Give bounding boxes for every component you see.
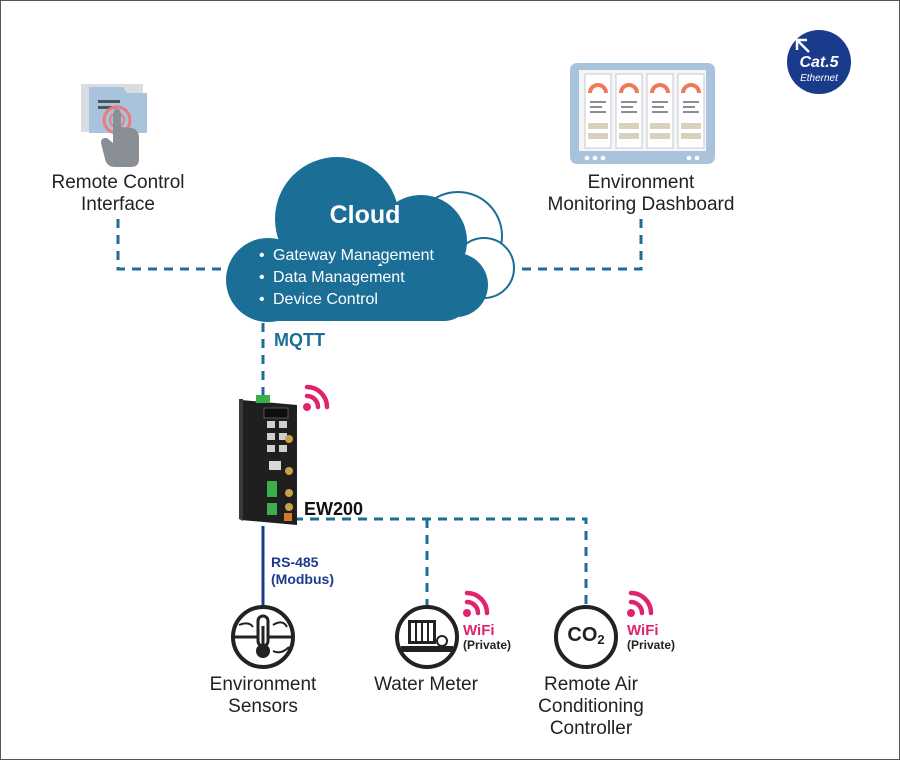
ac-controller-line2: Conditioning — [538, 696, 644, 717]
badge-arrow-icon — [795, 38, 810, 53]
water-meter-wifi-signal-icon — [463, 590, 490, 617]
remote-control-label: Remote Control Interface — [18, 172, 218, 216]
hand-pointer-folder-icon — [81, 84, 147, 167]
ac-controller-line3: Controller — [549, 718, 633, 739]
ew200-label: EW200 — [304, 499, 364, 519]
rs485-label: RS-485 (Modbus) — [271, 554, 334, 588]
ac-controller-wifi-text: WiFi — [627, 622, 659, 639]
network-links — [116, 219, 643, 609]
ew200-gateway-device-icon — [239, 395, 297, 525]
badge-title: Cat.5 — [799, 54, 839, 71]
remote-control-line1: Remote Control — [51, 172, 185, 193]
ac-controller-wifi-signal-icon — [627, 590, 654, 617]
thermometer-wind-icon — [231, 605, 295, 669]
water-meter-wifi-text: WiFi — [463, 622, 495, 639]
tablet-dashboard-icon — [570, 63, 715, 164]
rs485-line1: RS-485 — [271, 554, 319, 570]
cloud-feature-item: Data Management — [259, 267, 469, 289]
ac-controller-line1: Remote Air — [544, 674, 638, 695]
cloud-feature-item: Device Control — [259, 289, 469, 311]
cloud-feature-list: Gateway Management Data Management Devic… — [259, 245, 469, 311]
dashboard-line2: Monitoring Dashboard — [547, 194, 735, 215]
gateway-wifi-signal-icon — [303, 384, 330, 411]
link-dashboard-to-cloud — [501, 219, 643, 271]
co2-icon — [554, 605, 618, 669]
env-sensors-line2: Sensors — [228, 696, 298, 717]
water-meter-icon — [395, 605, 459, 669]
badge-subtitle: Ethernet — [800, 73, 838, 84]
cloud-title: Cloud — [329, 201, 401, 229]
water-meter-label: Water Meter — [374, 674, 478, 695]
water-meter-wifi-note: (Private) — [463, 638, 512, 652]
dashboard-label: Environment Monitoring Dashboard — [521, 172, 761, 216]
ac-controller-wifi-label: WiFi (Private) — [627, 623, 675, 653]
link-wifi-bus — [294, 517, 588, 609]
env-sensors-label: Environment Sensors — [183, 674, 343, 718]
water-meter-wifi-label: WiFi (Private) — [463, 623, 511, 653]
dashboard-line1: Environment — [587, 172, 695, 193]
rs485-line2: (Modbus) — [271, 571, 334, 587]
mqtt-label: MQTT — [274, 330, 325, 350]
cat5-ethernet-icon: Cat.5 Ethernet — [787, 30, 851, 94]
ac-controller-label: Remote Air Conditioning Controller — [511, 674, 671, 740]
remote-control-line2: Interface — [81, 194, 155, 215]
link-remote-to-cloud — [116, 219, 223, 271]
env-sensors-line1: Environment — [209, 674, 317, 695]
ac-controller-wifi-note: (Private) — [627, 638, 676, 652]
co2-icon-text: CO2 — [567, 624, 605, 647]
cloud-feature-item: Gateway Management — [259, 245, 469, 267]
